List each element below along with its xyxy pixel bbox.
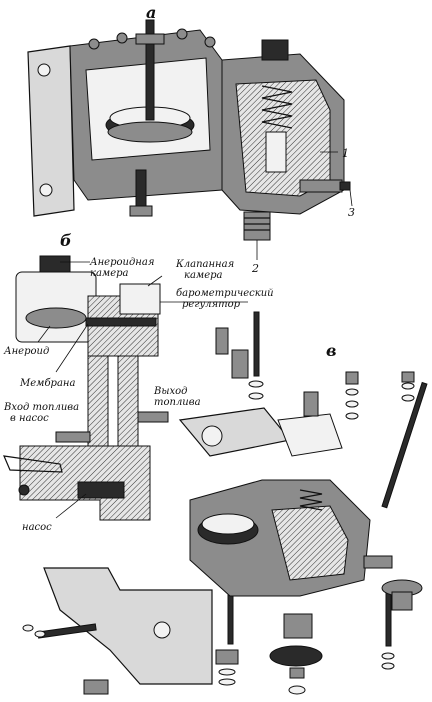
nut (289, 667, 305, 679)
gasket (277, 413, 343, 457)
stud (227, 589, 234, 645)
long-stud (381, 381, 428, 509)
label-aneroid-chamber-1: Анероидная (89, 257, 154, 268)
leader-valve-chamber (147, 275, 163, 287)
valve-seat (215, 327, 229, 355)
washer (381, 662, 395, 670)
bracket-port (153, 621, 171, 639)
outlet-pipe (137, 411, 169, 423)
leader-membrane (55, 323, 89, 373)
side-screw (363, 555, 393, 569)
valve-sleeve (231, 349, 249, 379)
valve-piston (265, 131, 287, 173)
washer (22, 624, 34, 632)
valve-chamber (119, 283, 161, 315)
lever-pivot (18, 484, 30, 496)
label-barometric-regulator-1: барометрический (176, 288, 274, 299)
bolt (37, 623, 97, 639)
valve-spring (261, 85, 293, 129)
section-label-a: а (146, 3, 156, 22)
flange-fitting-body (391, 591, 413, 611)
cover-bolt (176, 28, 188, 40)
cover-bolt (116, 32, 128, 44)
cover-port (201, 425, 223, 447)
leader-aneroid (37, 325, 51, 343)
stud (385, 589, 392, 647)
callout-leader-3 (349, 189, 353, 207)
pump-rotor-part (283, 613, 313, 639)
washer (288, 685, 306, 695)
label-membrane: Мембрана (19, 378, 76, 389)
pump-disc (269, 645, 323, 667)
callout-3: 3 (348, 206, 355, 219)
schematic-diagram (3, 255, 248, 521)
label-aneroid: Анероид (3, 346, 49, 357)
outlet-fitting (299, 179, 343, 193)
bottom-fitting (243, 211, 271, 241)
aneroid-capsule (25, 307, 87, 329)
fitting (215, 649, 239, 665)
callout-2: 2 (251, 262, 259, 275)
washer (218, 678, 236, 686)
membrane (85, 317, 157, 327)
assembled-fuel-unit: 1 2 3 (27, 19, 355, 275)
label-fuel-inlet-2: в насос (10, 413, 49, 424)
central-spindle (145, 19, 155, 121)
washer (345, 388, 359, 396)
washer (248, 392, 264, 400)
label-fuel-outlet-2: топлива (154, 397, 201, 408)
fitting-threads (244, 217, 270, 231)
cover-bolt (204, 36, 216, 48)
washer (34, 630, 46, 638)
mounting-flange (27, 45, 75, 217)
label-aneroid-chamber-2: камера (90, 268, 129, 279)
label-valve-chamber-1: Клапанная (175, 259, 234, 270)
washer (218, 668, 236, 676)
screw (303, 391, 319, 417)
duct-left (87, 355, 109, 447)
flange-bolt-hole (37, 63, 51, 77)
pump-lever (3, 455, 63, 473)
aneroid-bellows-bottom (107, 121, 193, 143)
upper-cover-plate (178, 407, 292, 457)
long-stud (253, 311, 260, 377)
aneroid-chamber (15, 271, 97, 343)
inlet-pipe (55, 431, 91, 443)
washer (401, 382, 415, 390)
washer (248, 380, 264, 388)
drain-plug (83, 679, 109, 695)
section-label-v: в (326, 341, 337, 360)
label-fuel-inlet-1: Вход топлива (3, 402, 79, 413)
callout-1: 1 (342, 147, 349, 160)
exploded-view (22, 311, 428, 695)
nut (401, 371, 415, 383)
lower-nut (129, 205, 153, 217)
outlet-fitting-tip (339, 181, 351, 191)
lower-bracket (43, 567, 213, 685)
nut (345, 371, 359, 385)
label-fuel-outlet-1: Выход (153, 386, 188, 397)
washer (401, 394, 415, 402)
exploded-aneroid-top (201, 513, 255, 535)
flange-bolt-hole (39, 183, 53, 197)
washer (381, 652, 395, 660)
exploded-spring (299, 489, 323, 511)
label-barometric-regulator-2: регулятор (182, 299, 241, 310)
washer (345, 412, 359, 420)
label-valve-chamber-2: камера (184, 270, 223, 281)
washer (345, 400, 359, 408)
exploded-valve-section (271, 505, 349, 581)
valve-cap-nut (261, 39, 289, 61)
spindle-nut (135, 33, 165, 45)
aneroid-cap (39, 255, 71, 273)
leader-pump (55, 493, 87, 519)
cover-bolt (88, 38, 100, 50)
section-label-b: б (60, 231, 72, 250)
label-pump: насос (22, 522, 52, 533)
pump-rotor (77, 481, 125, 499)
duct-right (117, 355, 139, 447)
